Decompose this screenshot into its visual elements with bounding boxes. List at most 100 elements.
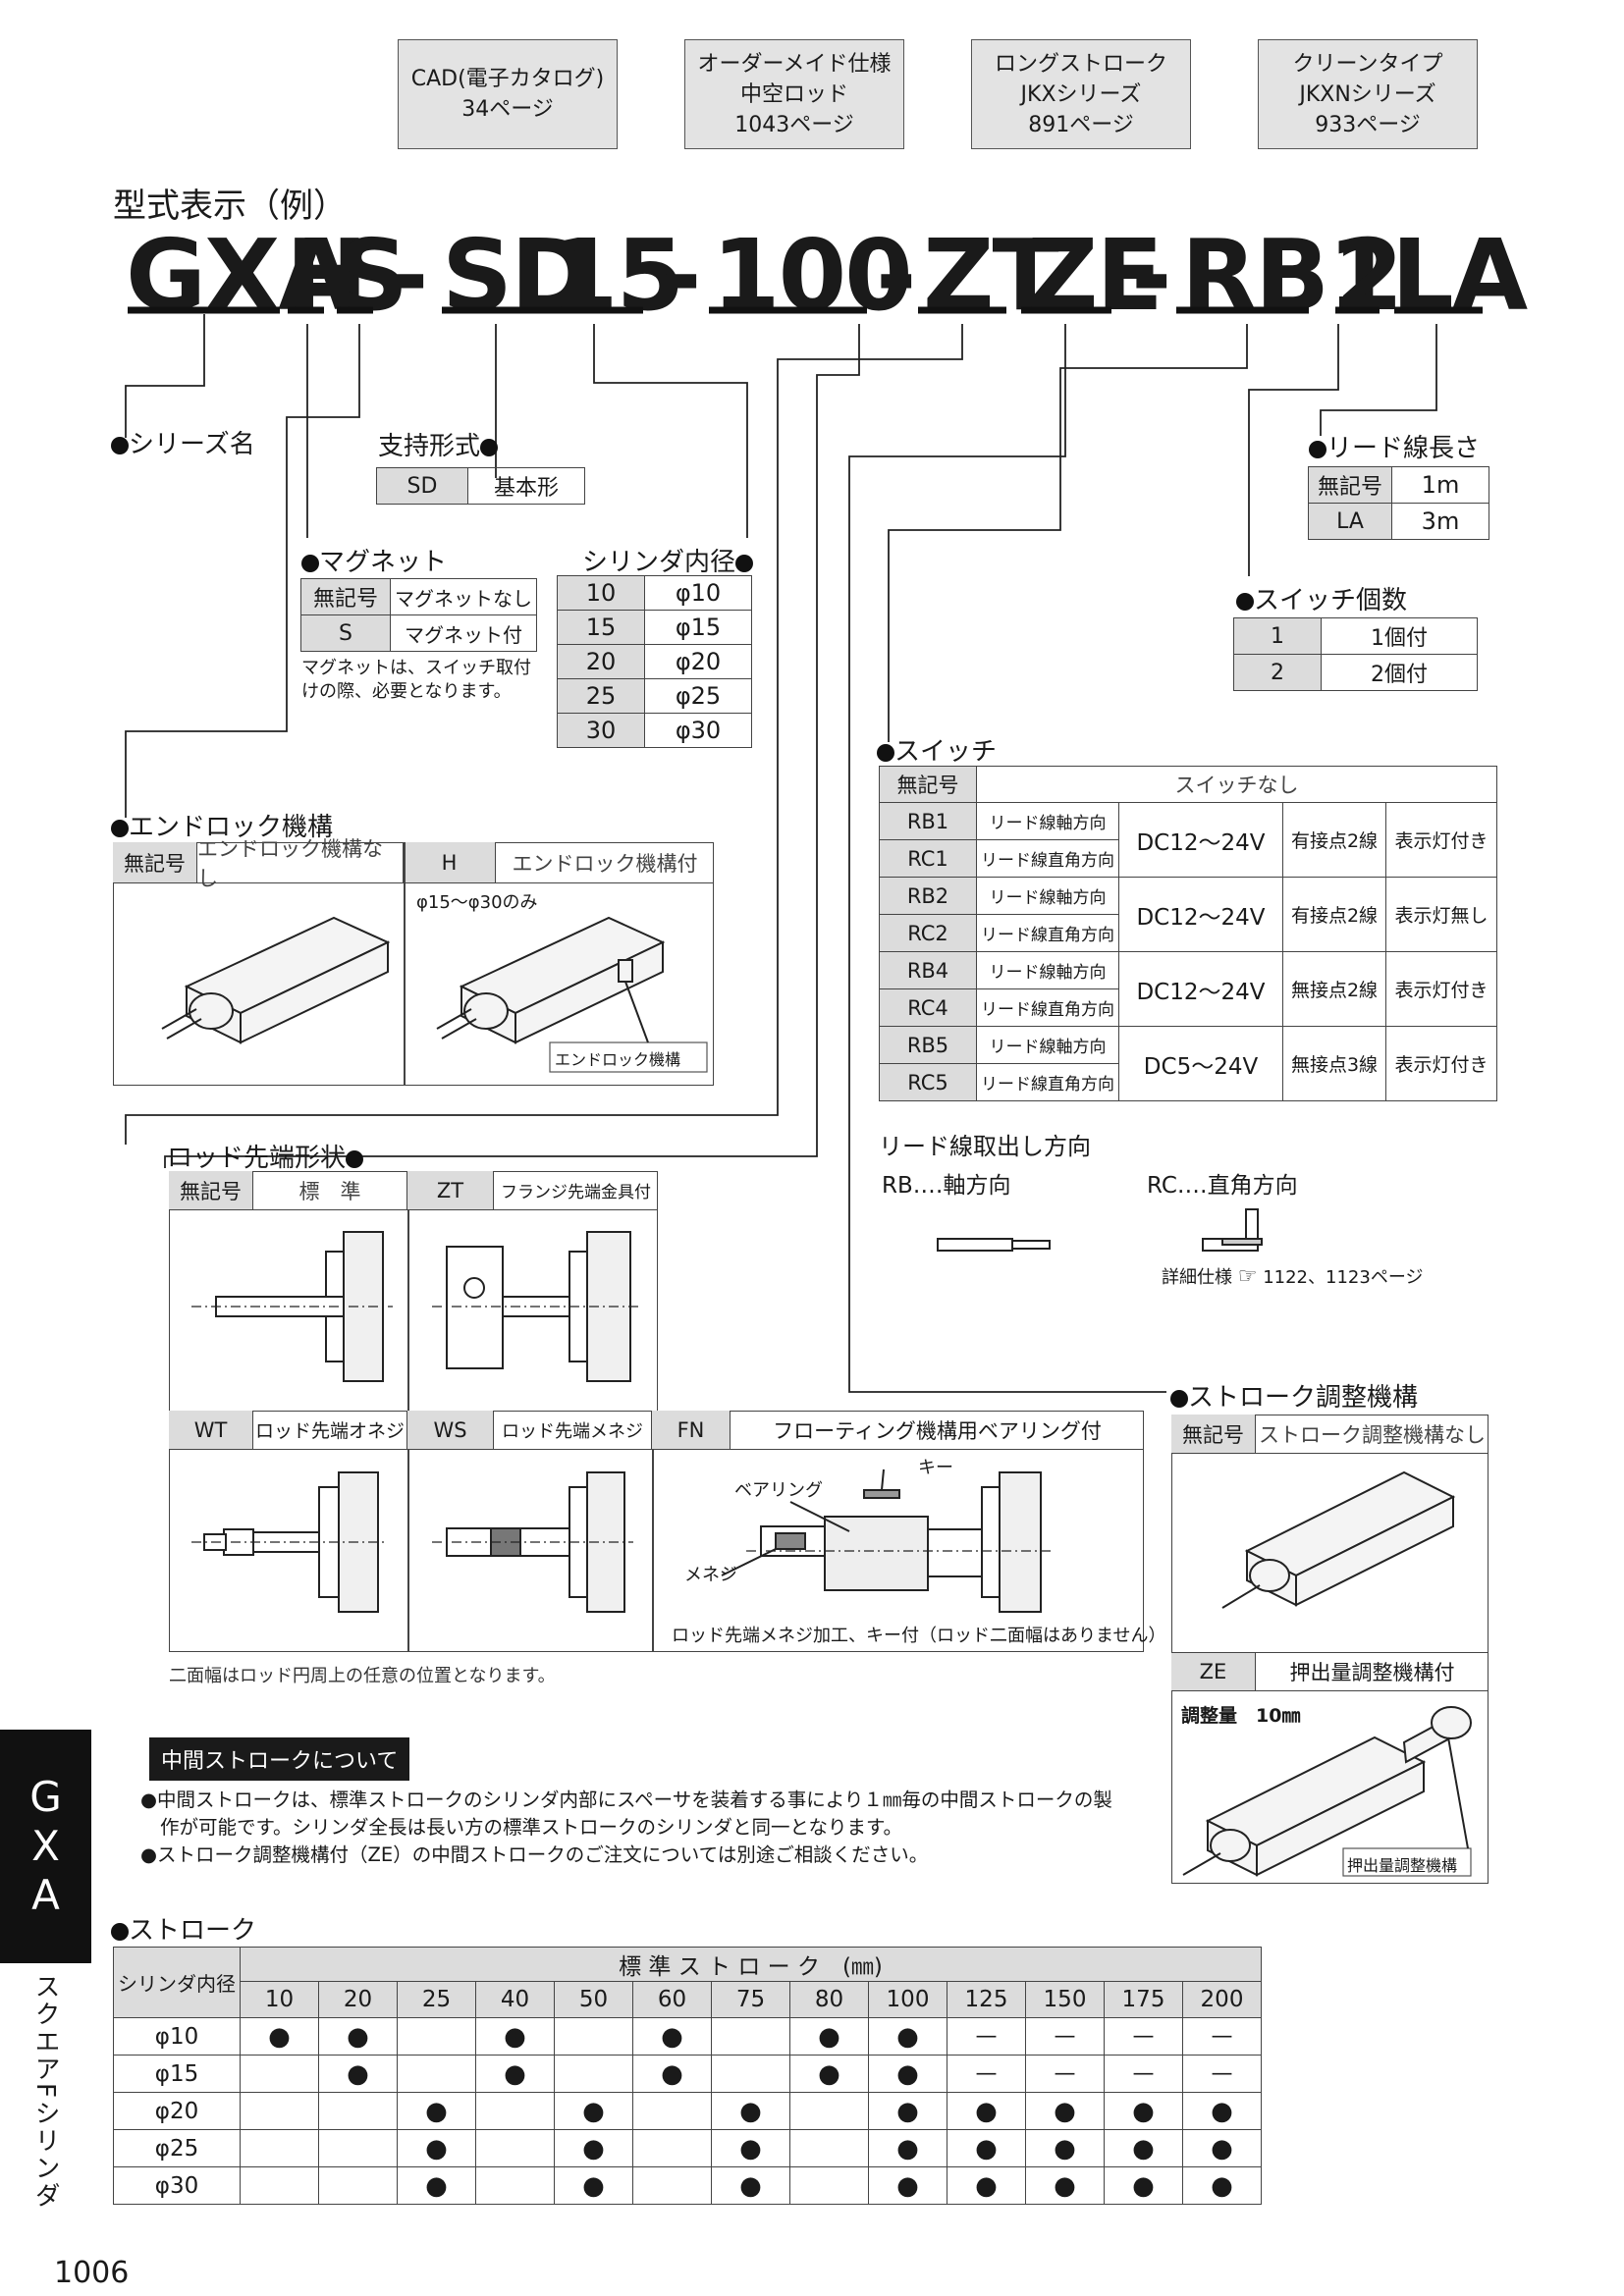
bullet-icon (480, 439, 499, 456)
ref-line: オーダーメイド仕様 (697, 51, 892, 77)
stroke-availability-cell (789, 2129, 869, 2167)
magnet-note: マグネットは、スイッチ取付 けの際、必要となります。 (301, 658, 531, 702)
stroke-availability-cell (632, 2166, 712, 2205)
bullet-icon (1236, 593, 1254, 611)
stroke-availability-cell: ● (868, 2129, 947, 2167)
stroke-adjust-callout: 押出量調整機構 (1347, 1856, 1458, 1875)
stroke-col-header: 75 (711, 1981, 790, 2018)
detail-spec: 詳細仕様 ☞ 1122、1123ページ (1162, 1264, 1424, 1289)
stroke-adjust-title: ストローク調整機構 (1170, 1377, 1418, 1414)
code-dash: - (876, 218, 916, 333)
stroke-availability-cell (475, 2129, 555, 2167)
code-dash: - (388, 218, 428, 333)
stroke-availability-cell: ● (711, 2129, 790, 2167)
stroke-availability-cell: ● (1182, 2092, 1262, 2130)
ref-line: 34ページ (461, 97, 554, 122)
lead-direction-title: リード線取出し方向 (879, 1133, 1091, 1160)
bullet-icon (735, 555, 754, 572)
table-row: φ25●●●●●●●● (113, 2129, 1262, 2167)
bullet-icon (111, 1923, 129, 1941)
stroke-col-header: 125 (947, 1981, 1026, 2018)
code-dash: - (661, 218, 701, 333)
stroke-col-header: 175 (1104, 1981, 1183, 2018)
ref-line: 891ページ (1028, 112, 1134, 137)
stroke-col-header: 80 (789, 1981, 869, 2018)
stroke-availability-cell: ● (554, 2092, 633, 2130)
ref-box-clean[interactable]: クリーンタイプ JKXNシリーズ 933ページ (1258, 39, 1478, 149)
stroke-availability-cell: ● (632, 2055, 712, 2093)
stroke-availability-cell: ● (711, 2166, 790, 2205)
stroke-availability-cell (554, 2017, 633, 2056)
stroke-availability-cell: — (1104, 2055, 1183, 2093)
model-title: 型式表示（例） (113, 187, 347, 226)
stroke-col-header: 200 (1182, 1981, 1262, 2018)
stroke-availability-cell (318, 2129, 398, 2167)
stroke-availability-cell: ● (789, 2017, 869, 2056)
series-side-tab: G X A (0, 1730, 91, 1963)
stroke-availability-cell (240, 2166, 319, 2205)
stroke-availability-cell (789, 2092, 869, 2130)
adjust-amount: 調整量 10㎜ (1181, 1705, 1301, 1727)
stroke-bore-cell: φ10 (113, 2017, 241, 2056)
stroke-col-header: 50 (554, 1981, 633, 2018)
stroke-col-header: 40 (475, 1981, 555, 2018)
page-number: 1006 (54, 2256, 130, 2290)
switch-title: スイッチ (877, 731, 997, 768)
ref-box-cad[interactable]: CAD(電子カタログ) 34ページ (398, 39, 618, 149)
stroke-availability-cell: — (1182, 2017, 1262, 2056)
stroke-availability-cell: ● (711, 2092, 790, 2130)
stroke-availability-cell: ● (240, 2017, 319, 2056)
rod-header-top: 無記号 標 準 ZT フランジ先端金具付 (169, 1171, 658, 1210)
stroke-availability-cell (711, 2017, 790, 2056)
table-row: φ20●●●●●●●● (113, 2092, 1262, 2130)
stroke-availability-cell: ● (1104, 2166, 1183, 2205)
table-row: φ10●●●●●●———— (113, 2017, 1262, 2056)
stroke-adjust-header: 無記号 ストローク調整機構なし (1171, 1415, 1489, 1454)
ref-box-long-stroke[interactable]: ロングストローク JKXシリーズ 891ページ (971, 39, 1191, 149)
stroke-availability-cell (240, 2092, 319, 2130)
table-row: φ30●●●●●●●● (113, 2166, 1262, 2205)
stroke-availability-cell: ● (868, 2055, 947, 2093)
stroke-availability-cell (554, 2055, 633, 2093)
stroke-availability-cell: ● (1104, 2129, 1183, 2167)
stroke-availability-cell: ● (318, 2055, 398, 2093)
ref-box-custom[interactable]: オーダーメイド仕様 中空ロッド 1043ページ (684, 39, 904, 149)
stroke-availability-cell: ● (947, 2166, 1026, 2205)
ref-line: ロングストローク (994, 51, 1167, 77)
stroke-availability-cell: ● (475, 2055, 555, 2093)
endlock-note: φ15～φ30のみ (416, 892, 538, 913)
stroke-availability-cell (240, 2055, 319, 2093)
ref-line: JKXNシリーズ (1299, 81, 1436, 107)
stroke-col-header: 10 (240, 1981, 319, 2018)
stroke-availability-cell (789, 2166, 869, 2205)
ref-line: CAD(電子カタログ) (410, 67, 605, 91)
stroke-availability-cell: — (947, 2017, 1026, 2056)
bullet-icon (877, 744, 894, 762)
rod-header-bottom: WT ロッド先端オネジ WS ロッド先端メネジ FN フローティング機構用ベアリ… (169, 1411, 1144, 1450)
stroke-bore-cell: φ15 (113, 2055, 241, 2093)
key-label: キー (918, 1458, 953, 1478)
stroke-availability-cell: ● (397, 2092, 476, 2130)
bore-title: シリンダ内径 (582, 542, 754, 578)
fn-note: ロッド先端メネジ加工、キー付（ロッド二面幅はありません） (672, 1626, 1166, 1646)
stroke-availability-cell: — (1182, 2055, 1262, 2093)
stroke-availability-cell (711, 2055, 790, 2093)
stroke-availability-cell (397, 2055, 476, 2093)
series-title: シリーズ名 (111, 424, 255, 460)
endlock-title: エンドロック機構 (111, 807, 333, 843)
stroke-availability-cell: ● (868, 2092, 947, 2130)
stroke-col-header: 25 (397, 1981, 476, 2018)
bullet-icon (111, 437, 129, 454)
bullet-icon (1309, 441, 1326, 458)
stroke-availability-cell: — (1104, 2017, 1183, 2056)
mid-stroke-heading: 中間ストロークについて (149, 1737, 410, 1781)
bullet-icon (111, 820, 129, 837)
stroke-availability-cell: ● (789, 2055, 869, 2093)
